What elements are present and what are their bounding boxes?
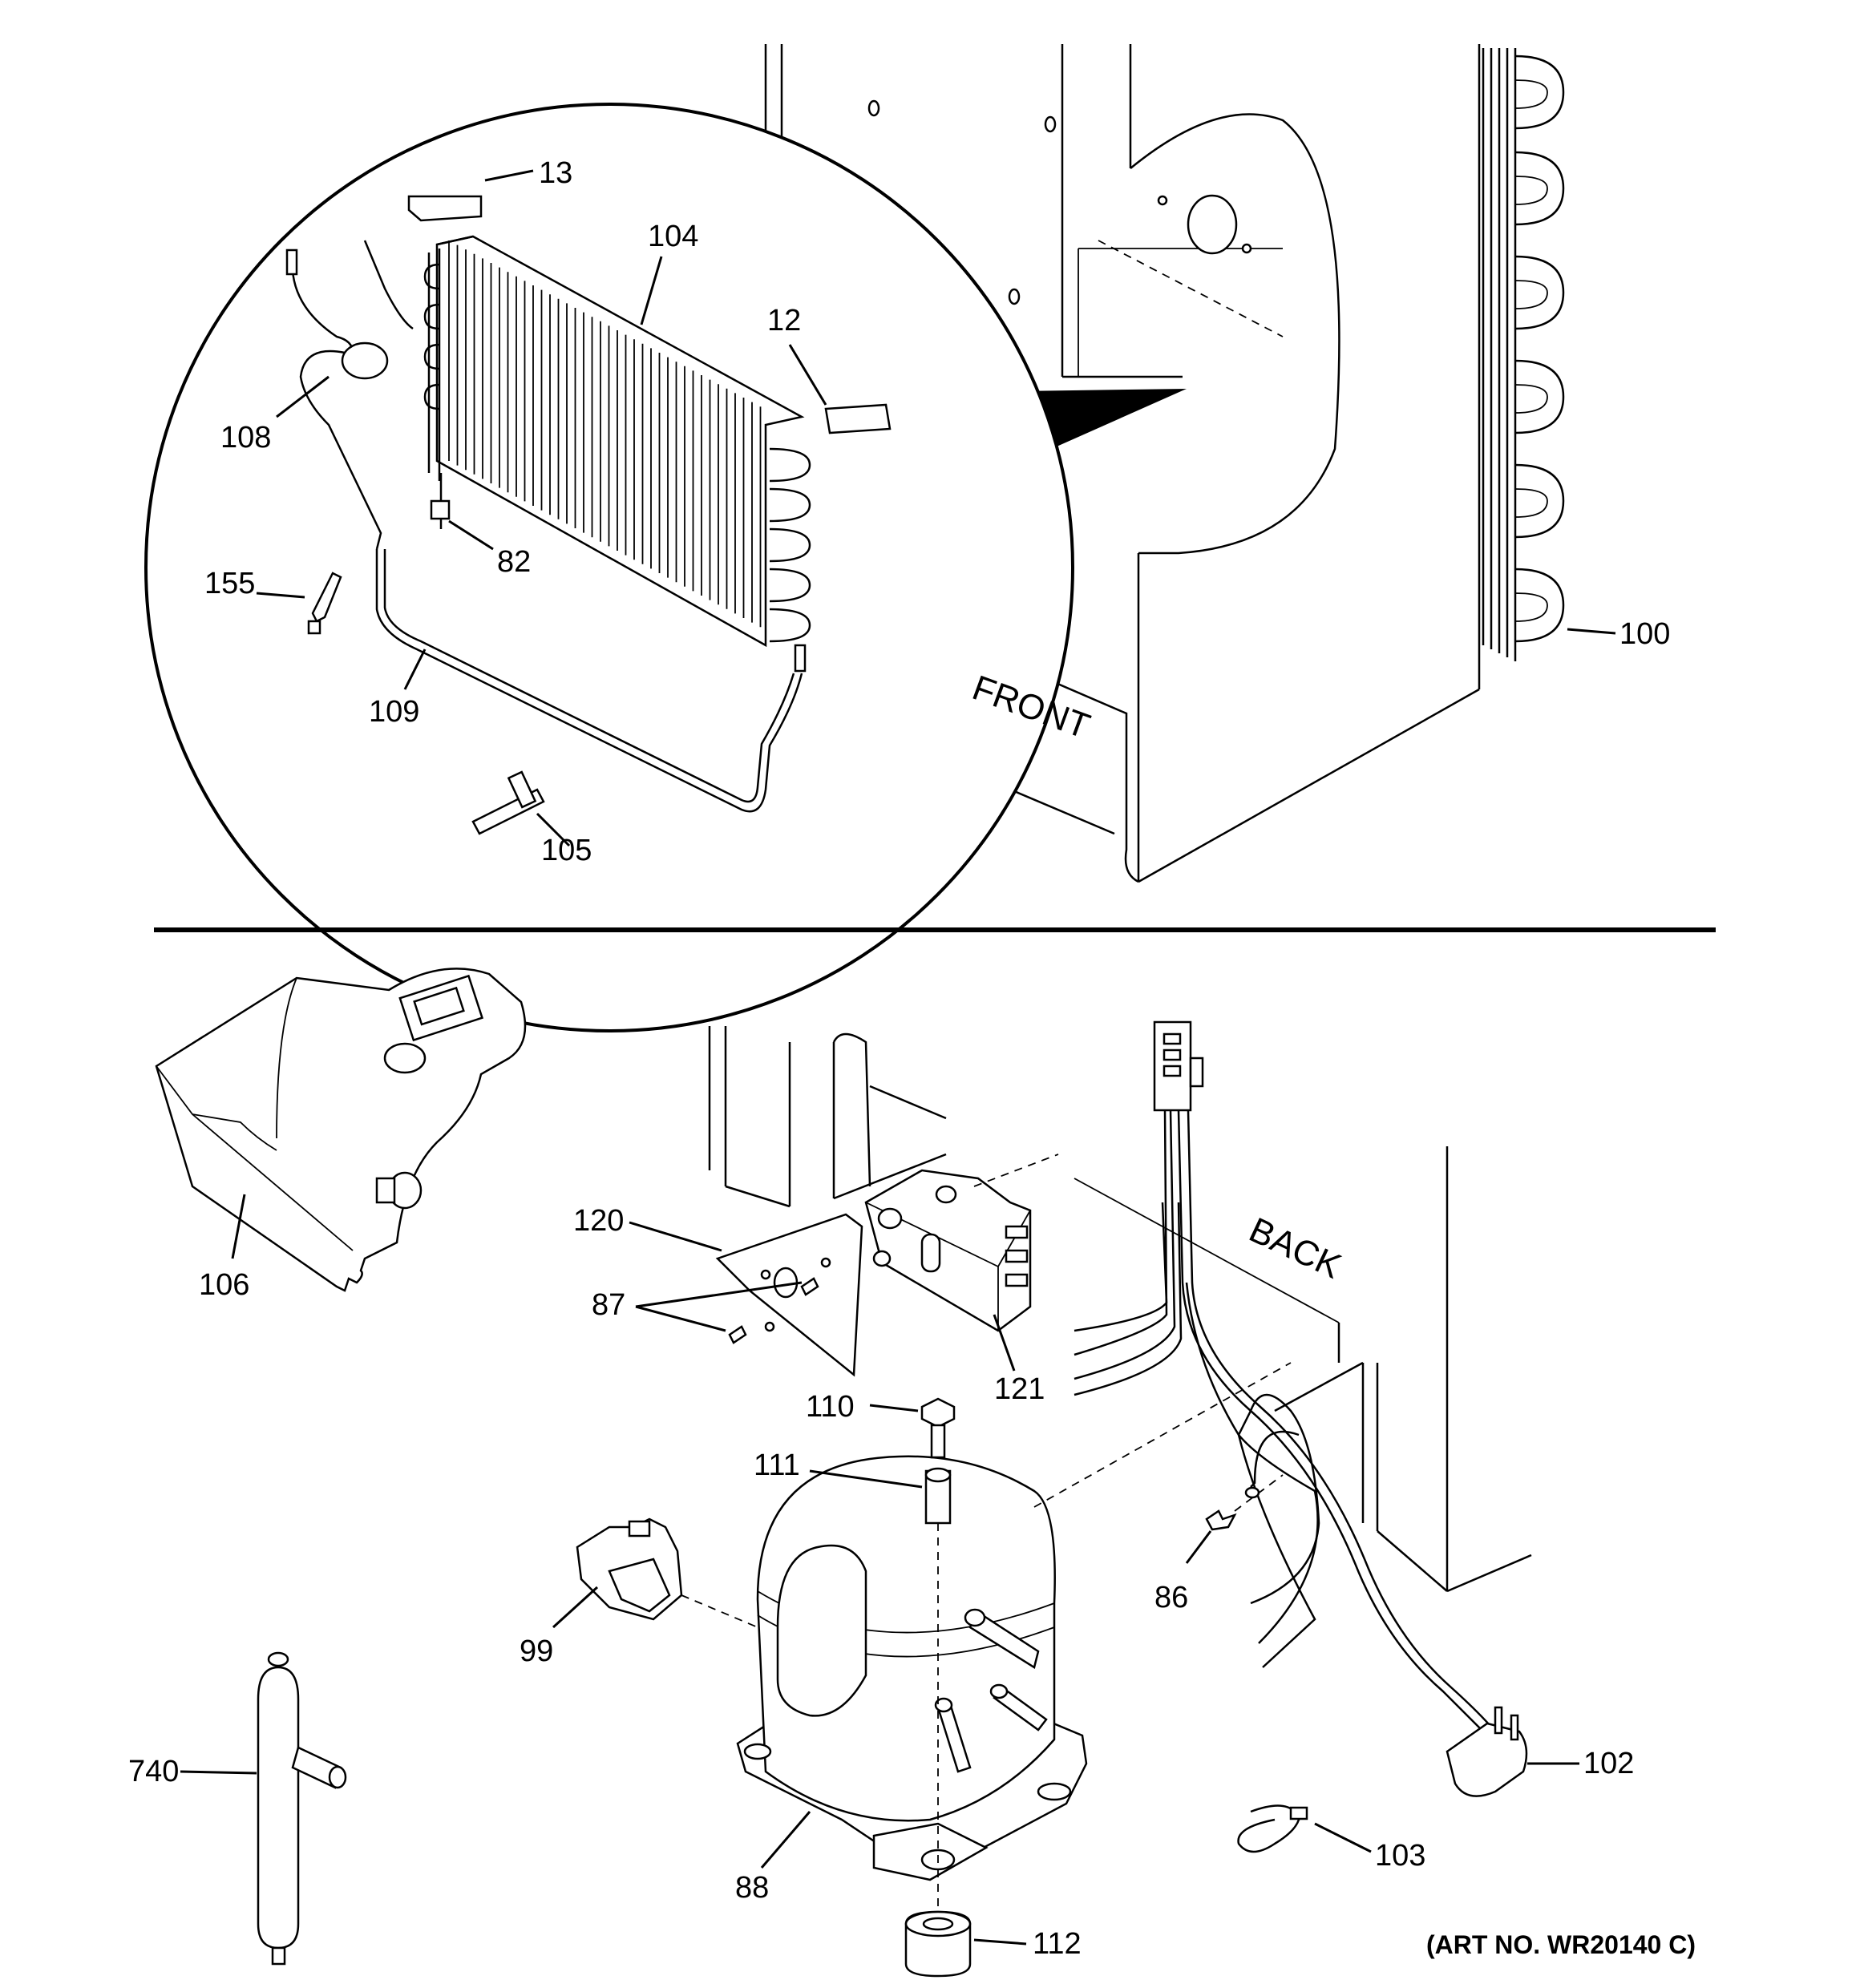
back-label: BACK [1243,1210,1347,1287]
label-110: 110 [806,1390,855,1424]
label-102: 102 [1583,1747,1634,1780]
label-106: 106 [199,1268,249,1302]
label-87: 87 [592,1288,625,1322]
part-112-grommet [904,1910,972,1978]
part-99-relay [576,1517,683,1621]
label-13: 13 [539,156,572,190]
art-number: (ART NO. WR20140 C) [1426,1930,1696,1959]
magnified-view [144,103,1074,1032]
condenser-coil [1482,48,1565,661]
label-82: 82 [497,545,531,579]
label-104: 104 [648,220,698,253]
part-110-bolt [920,1397,956,1459]
part-87-screws [728,1277,819,1344]
evaporator [423,235,811,648]
part-102-plug [1446,1706,1528,1797]
label-112: 112 [1033,1927,1082,1961]
label-88: 88 [735,1871,769,1905]
part-labels-top: 13 104 12 108 82 155 109 105 100 [204,156,1670,867]
label-103: 103 [1375,1839,1425,1873]
label-105: 105 [541,834,592,867]
label-108: 108 [220,421,271,455]
part-120-bracket [715,1213,863,1377]
label-12: 12 [767,304,801,337]
callouts-top [256,169,1616,847]
part-103-clip [1237,1804,1308,1853]
part-labels-bottom: 106 120 87 121 110 111 99 86 740 88 112 … [128,1204,1634,1961]
label-99: 99 [520,1634,553,1668]
part-13-cover [407,195,483,222]
part-12-cover [824,403,892,434]
label-120: 120 [573,1204,624,1238]
wire-harness [1074,1020,1490,1732]
label-109: 109 [369,695,419,729]
label-740: 740 [128,1755,179,1788]
part-108-thermostat [341,341,389,380]
label-100: 100 [1619,617,1670,651]
part-88-compressor [736,1455,1088,1881]
part-740-dryer [257,1651,347,1966]
part-121-timer [864,1169,1032,1332]
label-86: 86 [1154,1581,1188,1614]
part-106 [155,968,527,1292]
part-86-screw [1205,1509,1237,1531]
label-111: 111 [754,1449,800,1482]
callouts-bottom [180,1194,1579,1946]
label-155: 155 [204,567,255,600]
label-121: 121 [994,1372,1045,1406]
cabinet-bottom [708,1026,1532,1593]
